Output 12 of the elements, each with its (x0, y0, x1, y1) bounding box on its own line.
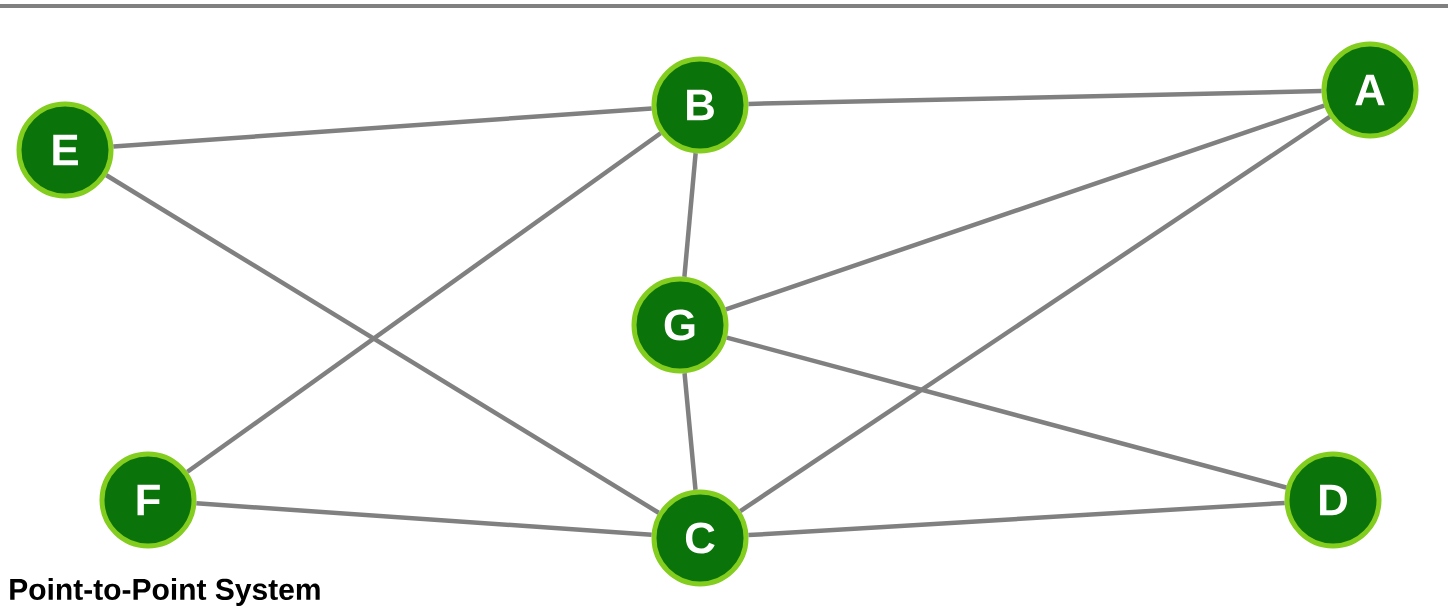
connector-line (196, 501, 652, 537)
connector-line (682, 373, 698, 490)
connector-line (725, 103, 1325, 312)
connector-line (113, 106, 652, 149)
connector-line (748, 500, 1285, 538)
connector-line (186, 131, 662, 474)
caption: Point-to-Point System (10, 578, 320, 606)
connector-line (682, 153, 698, 277)
connector-line (105, 173, 660, 515)
connector-line (726, 335, 1287, 490)
connector-line (739, 115, 1331, 513)
connector-line (748, 88, 1322, 107)
